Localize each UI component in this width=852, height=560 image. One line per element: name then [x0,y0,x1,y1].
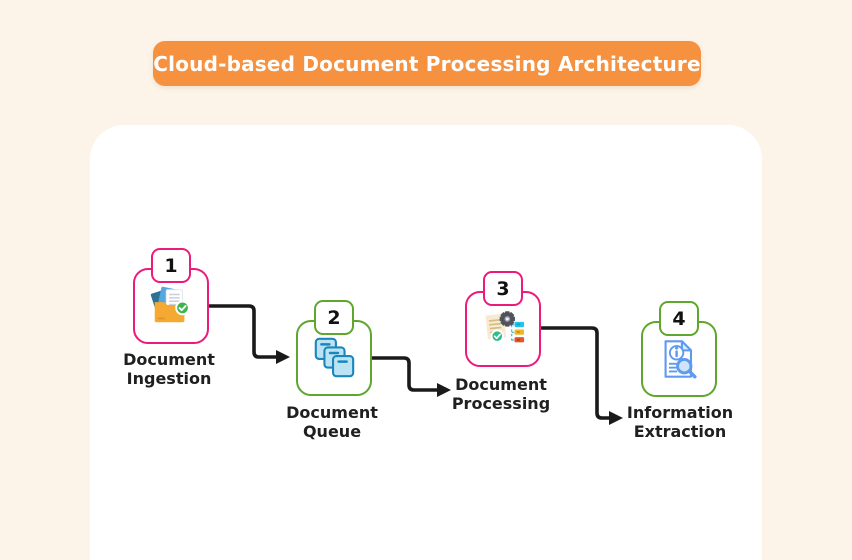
step-label: Document Ingestion [123,350,215,388]
queue-stack-icon [314,337,355,378]
step-number-badge: 3 [483,271,523,306]
folder-documents-icon [150,286,190,323]
step-number-badge: 1 [151,248,191,283]
step-box [641,321,717,397]
page-title: Cloud-based Document Processing Architec… [153,51,701,76]
step-number-badge: 4 [659,301,699,336]
step-number-badge: 2 [314,300,354,335]
document-magnifier-icon [664,340,697,379]
step-label: Information Extraction [626,403,734,441]
title-banner: Cloud-based Document Processing Architec… [153,41,701,86]
step-label: Document Queue [286,403,378,441]
document-gear-icon [485,311,525,343]
step-label: Document Processing [451,375,551,413]
